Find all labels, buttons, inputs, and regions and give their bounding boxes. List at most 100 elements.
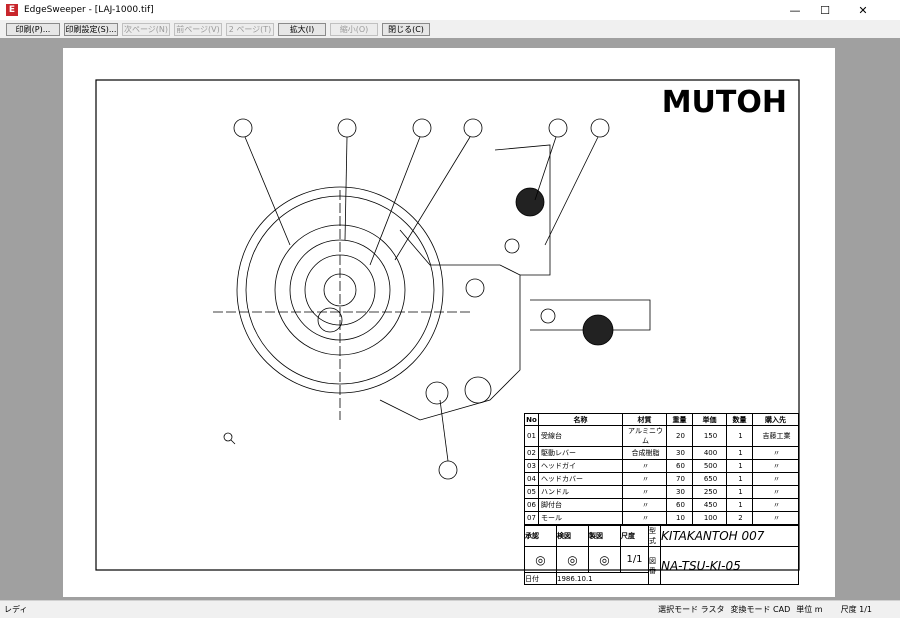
table-cell: 脚付台	[538, 498, 623, 512]
close-button[interactable]: ✕	[858, 3, 868, 17]
app-icon: E	[6, 4, 18, 16]
title-block: 承認 検図 製図 尺度 型式 KITAKANTOH 007 ◎ ◎ ◎ 1/1 …	[524, 525, 799, 585]
table-cell: 2	[726, 511, 753, 525]
zoom-out-button[interactable]: 縮小(O)	[330, 22, 378, 36]
header-name: 名称	[538, 413, 623, 426]
convert-mode: 変換モード CAD	[730, 605, 791, 614]
stamp-2: ◎	[556, 546, 589, 573]
zoom-in-button[interactable]: 拡大(I)	[278, 22, 326, 36]
next-page-button[interactable]: 次ページ(N)	[122, 22, 170, 36]
table-cell: 1	[726, 485, 753, 499]
table-cell: 〃	[752, 446, 799, 460]
drawing-no-label: 図番	[648, 546, 661, 585]
table-cell: 1	[726, 446, 753, 460]
table-cell: 1	[726, 472, 753, 486]
table-cell: 450	[692, 498, 727, 512]
table-cell: 吉藤工業	[752, 425, 799, 447]
table-cell: 〃	[622, 511, 667, 525]
table-cell: 〃	[752, 472, 799, 486]
scale-value: 1/1	[620, 546, 649, 573]
type-label: 型式	[648, 525, 661, 547]
table-cell: 20	[666, 425, 693, 447]
table-cell: 03	[524, 459, 539, 473]
table-cell: 10	[666, 511, 693, 525]
minimize-button[interactable]: —	[789, 3, 801, 17]
table-cell: モール	[538, 511, 623, 525]
status-bar: レディ 選択モード ラスタ 変換モード CAD 単位 m 尺度 1/1	[0, 600, 900, 618]
table-cell: ヘッドカバー	[538, 472, 623, 486]
table-cell: 合成樹脂	[622, 446, 667, 460]
date-label: 日付	[524, 572, 557, 585]
table-cell: 〃	[622, 459, 667, 473]
header-weight: 重量	[666, 413, 693, 426]
scale: 尺度 1/1	[840, 605, 872, 614]
table-cell: 1	[726, 498, 753, 512]
table-cell: 100	[692, 511, 727, 525]
table-cell: 06	[524, 498, 539, 512]
table-cell: 30	[666, 485, 693, 499]
drawing-border	[95, 79, 800, 571]
header-qty: 数量	[726, 413, 753, 426]
stamp-3: ◎	[588, 546, 621, 573]
maximize-button[interactable]: ☐	[820, 3, 830, 17]
table-cell: ヘッドガイ	[538, 459, 623, 473]
scale-label: 尺度	[620, 525, 649, 547]
table-cell: 01	[524, 425, 539, 447]
mutoh-logo: MUTOH	[662, 85, 787, 120]
table-cell: 500	[692, 459, 727, 473]
table-cell: 〃	[752, 485, 799, 499]
title-bar: E EdgeSweeper - [LAJ-1000.tif] — ☐ ✕	[0, 0, 900, 20]
date-value: 1986.10.1	[556, 572, 649, 585]
table-cell: 駆動レバー	[538, 446, 623, 460]
table-cell: 〃	[752, 459, 799, 473]
table-cell: 〃	[622, 485, 667, 499]
draft-label: 製図	[588, 525, 621, 547]
unit: 単位 m	[796, 605, 823, 614]
header-price: 単価	[692, 413, 727, 426]
stamp-1: ◎	[524, 546, 557, 573]
select-mode: 選択モード ラスタ	[658, 605, 725, 614]
mechanical-drawing	[213, 118, 651, 480]
table-cell: 〃	[622, 498, 667, 512]
table-cell: 05	[524, 485, 539, 499]
table-cell: 70	[666, 472, 693, 486]
table-cell: 受線台	[538, 425, 623, 447]
table-cell: 〃	[752, 511, 799, 525]
table-cell: 1	[726, 425, 753, 447]
table-cell: 04	[524, 472, 539, 486]
drawing-number: NA-TSU-KI-05	[660, 546, 799, 585]
table-cell: ハンドル	[538, 485, 623, 499]
two-page-button[interactable]: 2 ページ(T)	[226, 22, 274, 36]
header-no: No	[524, 413, 539, 426]
table-cell: 400	[692, 446, 727, 460]
table-cell: 150	[692, 425, 727, 447]
drawing: MUTOH	[95, 79, 800, 571]
table-header: No 名称 材質 重量 単価 数量 購入先	[524, 413, 799, 426]
prev-page-button[interactable]: 前ページ(V)	[174, 22, 222, 36]
header-material: 材質	[622, 413, 667, 426]
print-settings-button[interactable]: 印刷設定(S)...	[64, 22, 118, 36]
table-cell: 60	[666, 459, 693, 473]
status-text: レディ	[4, 605, 28, 614]
table-cell: アルミニウム	[622, 425, 667, 447]
table-cell: 02	[524, 446, 539, 460]
close-view-button[interactable]: 閉じる(C)	[382, 22, 430, 36]
company-name: KITAKANTOH 007	[660, 525, 799, 547]
table-cell: 30	[666, 446, 693, 460]
window-title: EdgeSweeper - [LAJ-1000.tif]	[24, 5, 154, 15]
table-cell: 250	[692, 485, 727, 499]
table-cell: 60	[666, 498, 693, 512]
table-cell: 1	[726, 459, 753, 473]
table-cell: 〃	[622, 472, 667, 486]
print-button[interactable]: 印刷(P)...	[6, 22, 60, 36]
